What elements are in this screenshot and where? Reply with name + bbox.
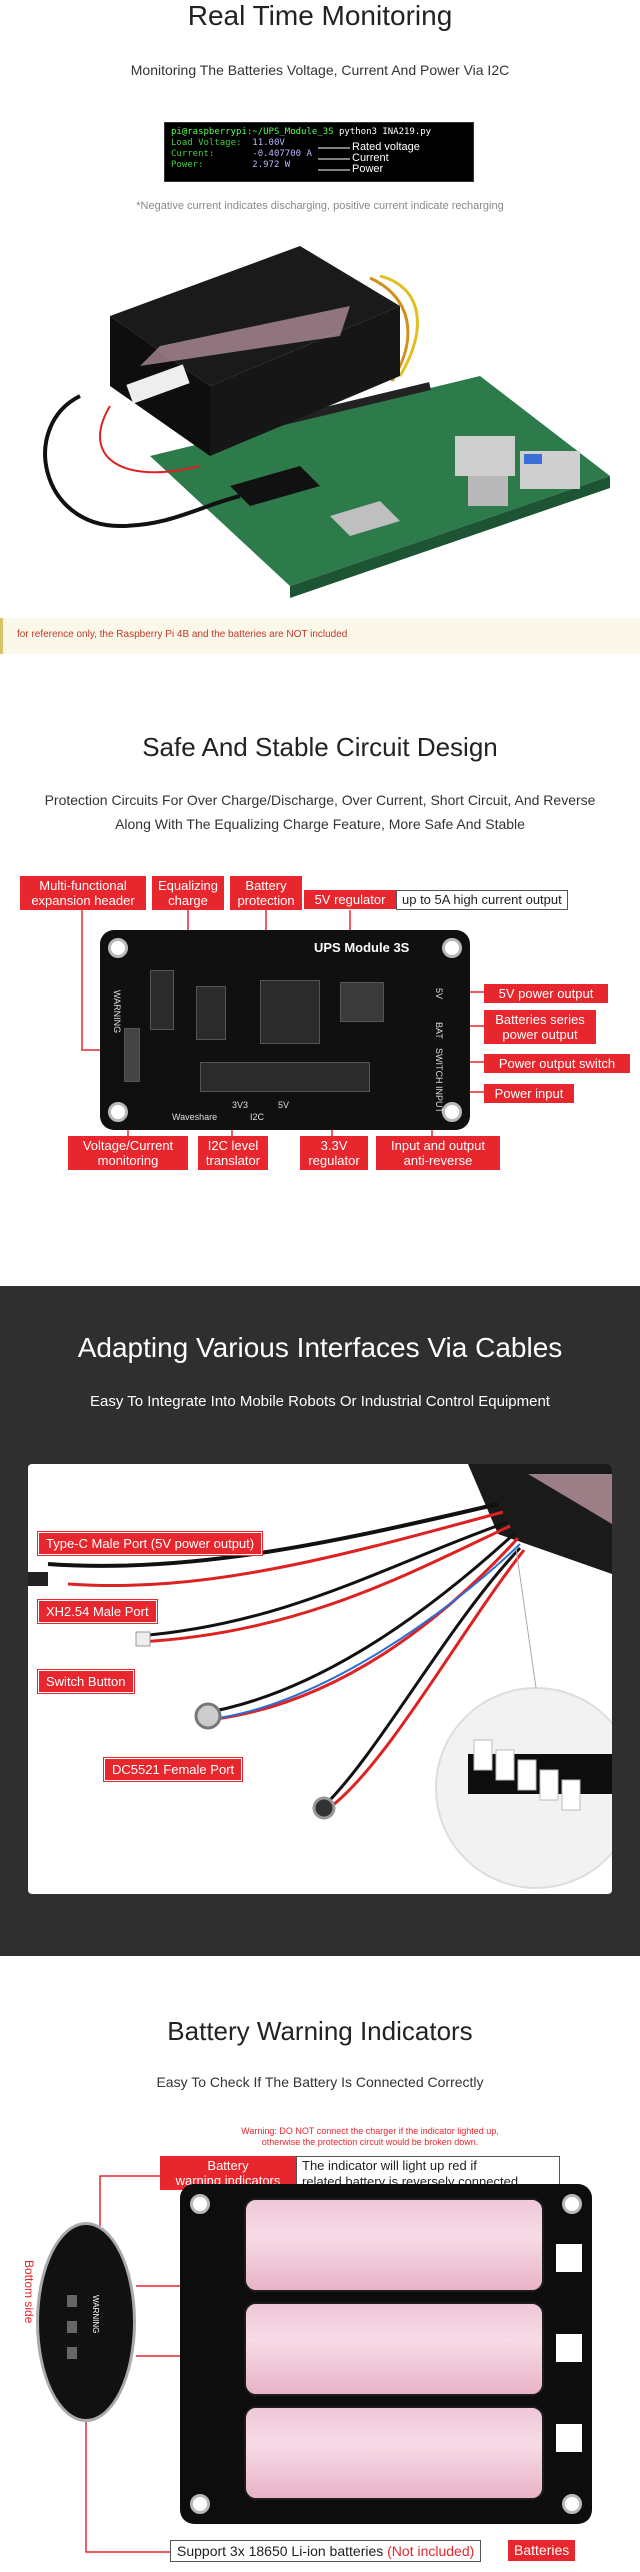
support-caption: Support 3x 18650 Li-ion batteries (Not i…: [170, 2540, 482, 2562]
warning-text: Warning: DO NOT connect the charger if t…: [241, 2126, 499, 2147]
silk-input: INPUT: [434, 1086, 444, 1113]
terminal-annotation: Current: [352, 152, 389, 164]
inductor: [340, 982, 384, 1022]
label-equalizing-charge: Equalizing charge: [152, 876, 224, 910]
label-dc5521-port: DC5521 Female Port: [104, 1758, 243, 1781]
section-title: Real Time Monitoring: [187, 0, 453, 31]
battery-warning-section: Battery Warning Indicators Easy To Check…: [0, 1956, 640, 2572]
label-expansion-header: Multi-functional expansion header: [20, 876, 146, 910]
label-i2c-level-translator: I2C level translator: [198, 1136, 268, 1170]
chip: [150, 970, 174, 1030]
label-5v-power-output: 5V power output: [484, 984, 608, 1003]
chip: [200, 1062, 370, 1092]
mount-hole: [562, 2494, 582, 2514]
battery-cell: [244, 2406, 544, 2500]
terminal-value: -0.407700 A: [252, 149, 312, 159]
label-high-current-note: up to 5A high current output: [396, 890, 568, 910]
label-anti-reverse: Input and output anti-reverse: [376, 1136, 500, 1170]
connector: [556, 2244, 582, 2272]
terminal-value: 2.972 W: [252, 160, 291, 170]
real-time-monitoring-section: Real Time Monitoring Monitoring The Batt…: [0, 0, 640, 660]
section-title: Adapting Various Interfaces Via Cables: [77, 1332, 563, 1363]
section-subtitle: Protection Circuits For Over Charge/Disc…: [44, 792, 596, 808]
section-subtitle: Easy To Integrate Into Mobile Robots Or …: [90, 1393, 550, 1410]
silk-bat: BAT: [434, 1022, 444, 1039]
annotation-arrows: [318, 147, 350, 171]
connector: [556, 2334, 582, 2362]
terminal-value: 11.00V: [252, 138, 285, 148]
cables-photo-panel: Type-C Male Port (5V power output) XH2.5…: [28, 1464, 612, 1894]
connector: [556, 2424, 582, 2452]
terminal-label: Load Voltage:: [171, 138, 242, 148]
terminal-label: Power:: [171, 160, 204, 170]
mount-hole: [442, 1102, 462, 1122]
terminal-label: Current:: [171, 149, 215, 159]
label-3v3-regulator: 3.3V regulator: [300, 1136, 368, 1170]
label-xh254-port: XH2.54 Male Port: [38, 1600, 157, 1623]
battery-holder-board: [180, 2184, 592, 2524]
mount-hole: [190, 2494, 210, 2514]
mount-hole: [562, 2194, 582, 2214]
ups-module-board: UPS Module 3S WARNING 3V3 5V I2C Wavesha…: [100, 930, 470, 1130]
label-5v-regulator: 5V regulator: [304, 890, 396, 909]
chip: [196, 986, 226, 1040]
support-text: Support 3x 18650 Li-ion batteries: [177, 2543, 384, 2559]
section-subtitle: Monitoring The Batteries Voltage, Curren…: [130, 62, 510, 78]
pin-header: [124, 1028, 140, 1082]
battery-cell: [244, 2302, 544, 2396]
label-battery-protection: Battery protection: [230, 876, 302, 910]
mount-hole: [108, 938, 128, 958]
circuit-design-section: Safe And Stable Circuit Design Protectio…: [0, 660, 640, 1300]
indicator-led: [67, 2321, 77, 2333]
section-subtitle: Easy To Check If The Battery Is Connecte…: [156, 2074, 484, 2090]
mount-hole: [442, 938, 462, 958]
label-type-c-port: Type-C Male Port (5V power output): [38, 1532, 263, 1555]
not-included-text: (Not included): [387, 2543, 475, 2559]
brand-name: Waveshare: [172, 1112, 218, 1122]
terminal-window: pi@raspberrypi:~/UPS_Module_3S python3 I…: [164, 122, 474, 182]
indicator-zoom: WARNING: [36, 2222, 136, 2422]
label-voltage-current-monitoring: Voltage/Current monitoring: [68, 1136, 188, 1170]
section-subtitle: Along With The Equalizing Charge Feature…: [115, 816, 525, 832]
batteries-tag: Batteries: [508, 2540, 576, 2561]
silk-switch: SWITCH: [434, 1048, 444, 1084]
reference-note: for reference only, the Raspberry Pi 4B …: [17, 629, 348, 640]
terminal-command: python3 INA219.py: [333, 127, 432, 137]
terminal-prompt: pi@raspberrypi:~/UPS_Module_3S: [171, 127, 334, 137]
interfaces-section: Adapting Various Interfaces Via Cables E…: [0, 1286, 640, 1956]
silk-5v-out: 5V: [434, 988, 444, 1000]
battery-cell: [244, 2198, 544, 2292]
label-power-output-switch: Power output switch: [484, 1054, 630, 1073]
label-power-input: Power input: [484, 1084, 574, 1103]
silk-5v: 5V: [278, 1100, 290, 1110]
silk-3v3: 3V3: [232, 1100, 249, 1110]
mount-hole: [108, 1102, 128, 1122]
label-switch-button: Switch Button: [38, 1670, 134, 1693]
indicator-led: [67, 2347, 77, 2359]
section-title: Safe And Stable Circuit Design: [142, 732, 498, 762]
terminal-annotation: Power: [352, 163, 384, 175]
terminal-annotation: Rated voltage: [352, 141, 420, 153]
cables-illustration: [28, 1464, 612, 1889]
silk-warning: WARNING: [112, 990, 122, 1034]
section-title: Battery Warning Indicators: [167, 2016, 473, 2046]
silk-i2c: I2C: [250, 1112, 265, 1122]
current-sign-note: *Negative current indicates discharging,…: [136, 200, 504, 212]
label-series-power-output: Batteries series power output: [484, 1010, 596, 1044]
reference-banner: for reference only, the Raspberry Pi 4B …: [0, 618, 640, 654]
zoom-warning-silk: WARNING: [91, 2295, 100, 2334]
mount-hole: [190, 2194, 210, 2214]
indicator-led: [67, 2295, 77, 2307]
ups-on-raspberry-pi-photo: [43, 246, 610, 598]
chip: [260, 980, 320, 1044]
board-title: UPS Module 3S: [314, 940, 410, 955]
bottom-side-label: Bottom side: [22, 2260, 36, 2324]
